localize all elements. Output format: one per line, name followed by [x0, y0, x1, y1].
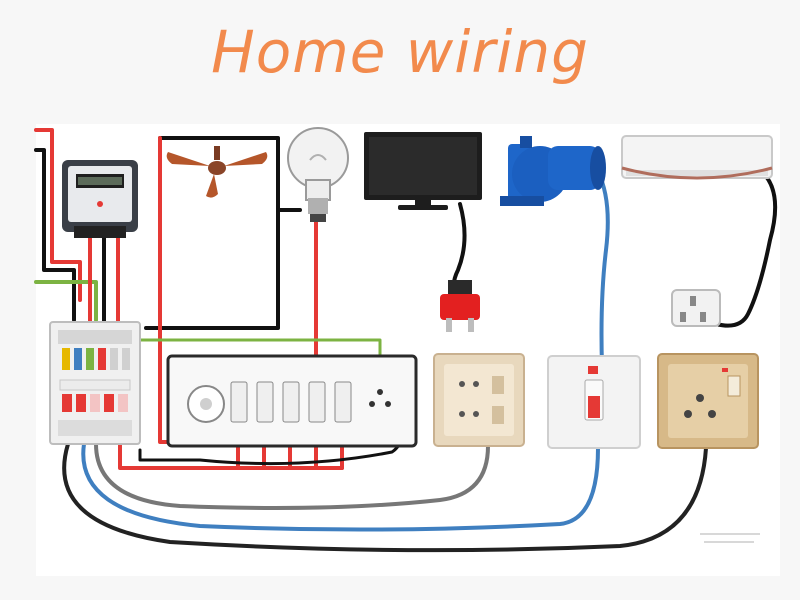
ceiling-fan-icon: [166, 146, 268, 198]
incoming-red-wire: [34, 128, 82, 302]
page-title: Home wiring: [211, 18, 589, 86]
black-return-cable: [62, 442, 708, 553]
television-icon: [364, 132, 482, 210]
switch-red-return: [118, 438, 344, 470]
universal-socket-icon: [657, 353, 759, 449]
energy-meter-icon: [62, 160, 138, 238]
blue-return-cable: [81, 442, 600, 532]
red-plug-icon: [440, 280, 480, 332]
incoming-green-wire: [34, 280, 98, 322]
air-conditioner-icon: [621, 135, 773, 180]
switch-board-icon: [166, 354, 418, 448]
watermark-mark: [700, 533, 760, 543]
socket-outlet-icon: [433, 353, 525, 447]
water-pump-icon: [500, 136, 606, 206]
distribution-board-icon: [49, 321, 141, 445]
gray-return-cable: [94, 442, 490, 510]
fan-neutral-wire: [144, 136, 280, 330]
white-plug-icon: [671, 289, 721, 327]
incoming-black-wire: [34, 148, 76, 322]
ac-cable: [714, 168, 778, 328]
pump-cable: [596, 170, 610, 368]
dp-switch-icon: [547, 355, 641, 449]
light-bulb-icon: [287, 127, 349, 222]
